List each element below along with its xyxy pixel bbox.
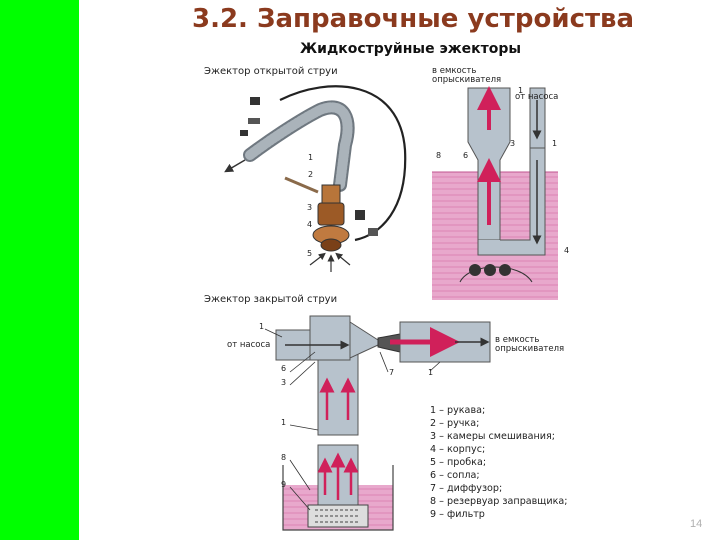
tank-ejector <box>432 86 558 300</box>
from-pump-label-bottom: от насоса <box>227 340 271 350</box>
part-number: 7 <box>389 368 395 377</box>
parts-legend: 1 – рукава; 2 – ручка; 3 – камеры смешив… <box>430 404 568 521</box>
page-number: 14 <box>690 518 703 530</box>
legend-item: 9 – фильтр <box>430 509 485 520</box>
part-number: 4 <box>564 246 570 255</box>
to-tank-label-bottom: в емкость опрыскивателя <box>495 335 565 354</box>
legend-item: 8 – резервуар заправщика; <box>430 496 568 507</box>
part-number: 2 <box>308 170 314 179</box>
part-number: 8 <box>281 453 287 462</box>
to-tank-label-top: в емкость опрыскивателя <box>432 66 502 85</box>
legend-item: 1 – рукава; <box>430 405 486 416</box>
open-jet-title: Эжектор открытой струи <box>204 66 338 77</box>
part-number: 6 <box>463 151 469 160</box>
part-number: 3 <box>281 378 287 387</box>
part-number: 9 <box>281 480 287 489</box>
open-jet-ejector <box>224 85 407 272</box>
part-number: 1 <box>518 86 524 95</box>
legend-item: 7 – диффузор; <box>430 483 503 494</box>
part-number: 8 <box>436 151 442 160</box>
legend-item: 3 – камеры смешивания; <box>430 431 555 442</box>
accent-bar <box>0 0 79 540</box>
legend-item: 6 – сопла; <box>430 470 480 481</box>
part-number: 1 <box>281 418 287 427</box>
closed-jet-ejector <box>264 315 491 531</box>
part-number: 5 <box>307 249 313 258</box>
from-pump-label-top: от насоса <box>515 92 559 102</box>
legend-item: 2 – ручка; <box>430 418 480 429</box>
diagram-title: Жидкоструйные эжекторы <box>300 41 522 57</box>
part-number: 1 <box>552 139 558 148</box>
part-number: 1 <box>308 153 314 162</box>
part-number: 1 <box>259 322 265 331</box>
part-number: 4 <box>307 220 313 229</box>
part-number: 3 <box>510 139 516 148</box>
closed-jet-title: Эжектор закрытой струи <box>204 294 338 305</box>
legend-item: 4 – корпус; <box>430 444 486 455</box>
part-number: 1 <box>428 368 434 377</box>
slide-title: 3.2. Заправочные устройства <box>192 4 635 34</box>
legend-item: 5 – пробка; <box>430 457 487 468</box>
part-number: 6 <box>281 364 287 373</box>
part-number: 3 <box>307 203 313 212</box>
